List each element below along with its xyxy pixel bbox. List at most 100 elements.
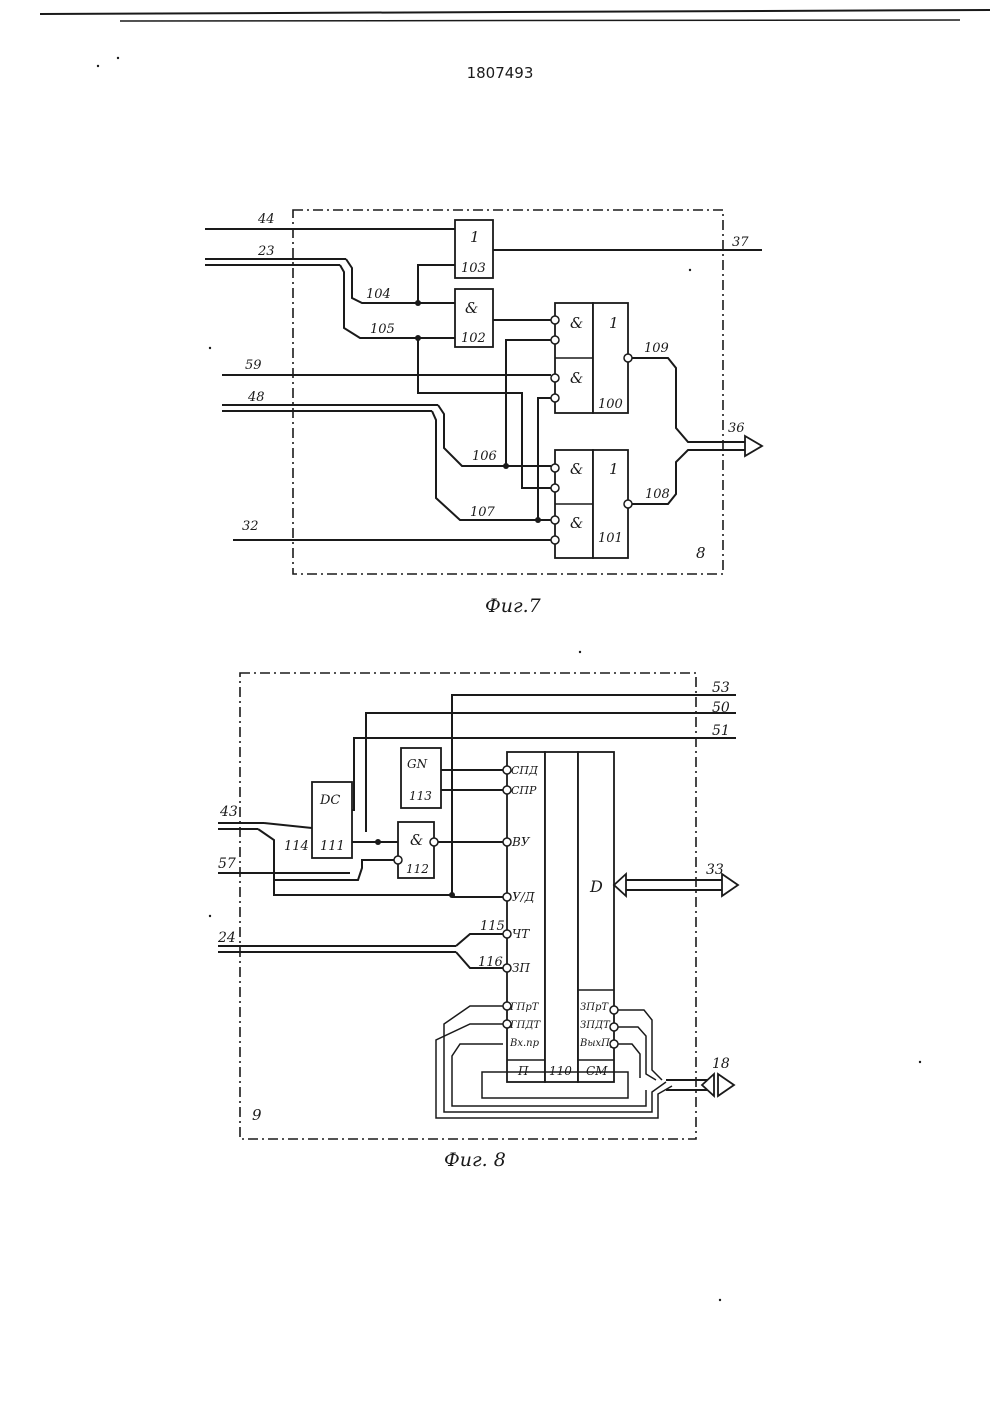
fig7-gate-100-num: 100 bbox=[598, 397, 623, 412]
fig8-caption: Фиг. 8 bbox=[444, 1149, 506, 1171]
fig8-and-112-out bbox=[430, 838, 438, 846]
fig7-gate-101-and-bottom: & bbox=[570, 514, 583, 532]
fig8-pin-spd: СПД bbox=[511, 764, 539, 777]
fig7-bus-36-arrow bbox=[745, 436, 762, 456]
fig7-gate-100-and-bottom: & bbox=[570, 369, 583, 387]
fig8-label-24: 24 bbox=[217, 930, 236, 946]
fig7-label-108: 108 bbox=[645, 487, 670, 502]
figure-7: 1 103 & 102 & & 1 100 & & 1 101 bbox=[205, 210, 762, 617]
fig8-label-43: 43 bbox=[219, 804, 238, 820]
fig7-label-23: 23 bbox=[257, 244, 275, 259]
fig7-gate-103-num: 103 bbox=[461, 261, 486, 276]
fig8-label-116: 116 bbox=[478, 955, 503, 970]
fig7-wire-107-to-100 bbox=[538, 398, 551, 520]
fig7-gate-103-op: 1 bbox=[470, 228, 480, 246]
fig8-pin-spr: СПР bbox=[511, 784, 537, 797]
fig7-junction-104 bbox=[415, 300, 421, 306]
fig7-gate-100-or-op: 1 bbox=[609, 314, 619, 332]
fig8-bus-33-arrow-left bbox=[614, 874, 626, 896]
fig7-gate-100-and-top: & bbox=[570, 314, 583, 332]
fig7-gate-100-in-3 bbox=[551, 374, 559, 382]
fig8-label-53: 53 bbox=[712, 680, 730, 696]
fig8-dc-111-num: 111 bbox=[320, 839, 345, 854]
fig7-label-32: 32 bbox=[242, 519, 259, 534]
fig7-gate-101-in-2 bbox=[551, 484, 559, 492]
fig8-label-114: 114 bbox=[284, 839, 309, 854]
fig8-pin-p: П bbox=[517, 1064, 529, 1078]
fig8-chip-110-right bbox=[578, 752, 614, 1082]
fig8-and-112-in-2 bbox=[394, 856, 402, 864]
fig7-label-106: 106 bbox=[472, 449, 497, 464]
speck bbox=[209, 347, 211, 349]
fig7-label-37: 37 bbox=[732, 235, 749, 250]
fig7-gate-100-in-1 bbox=[551, 316, 559, 324]
speck bbox=[719, 1299, 721, 1301]
fig7-label-105: 105 bbox=[370, 322, 395, 337]
fig8-bubble-spd bbox=[503, 766, 511, 774]
fig8-chip-110-left bbox=[507, 752, 545, 1082]
fig8-gn-113-op: GN bbox=[407, 757, 428, 771]
fig7-gate-100-in-2 bbox=[551, 336, 559, 344]
fig8-wire-43-to-dc bbox=[264, 823, 312, 828]
speck bbox=[689, 269, 691, 271]
fig8-bubble-zpdt bbox=[610, 1023, 618, 1031]
fig8-chip-data-label: D bbox=[589, 877, 603, 896]
speck bbox=[97, 65, 99, 67]
fig8-bubble-spr bbox=[503, 786, 511, 794]
fig8-chip-110-mid bbox=[545, 752, 578, 1082]
fig7-gate-100-out bbox=[624, 354, 632, 362]
fig8-and-112-num: 112 bbox=[406, 862, 429, 876]
fig8-label-57: 57 bbox=[218, 856, 236, 872]
fig8-pin-zp: ЗП bbox=[512, 961, 530, 975]
fig7-gate-102-num: 102 bbox=[461, 331, 486, 346]
patent-number: 1807493 bbox=[467, 64, 534, 82]
fig8-label-18: 18 bbox=[712, 1056, 730, 1072]
fig7-gate-101-in-3 bbox=[551, 516, 559, 524]
fig7-caption: Фиг.7 bbox=[485, 595, 542, 617]
fig8-pin-cht: ЧТ bbox=[512, 927, 530, 941]
fig8-pin-gprt: ГПрТ bbox=[509, 1002, 540, 1013]
fig8-label-51: 51 bbox=[712, 723, 730, 739]
fig8-wire-57-to-112 bbox=[275, 860, 394, 880]
fig7-label-109: 109 bbox=[644, 341, 669, 356]
fig8-block-label: 9 bbox=[252, 1106, 262, 1124]
fig8-bubble-zp bbox=[503, 964, 511, 972]
fig8-bubble-vu bbox=[503, 838, 511, 846]
fig8-chip-110-num: 110 bbox=[549, 1064, 572, 1078]
fig8-wire-115 bbox=[456, 934, 503, 946]
fig8-bubble-zprt bbox=[610, 1006, 618, 1014]
fig7-gate-100-in-4 bbox=[551, 394, 559, 402]
fig7-wire-104-to-103 bbox=[418, 265, 455, 303]
fig8-bubble-vyxpr bbox=[610, 1040, 618, 1048]
fig8-gn-113-num: 113 bbox=[409, 789, 432, 803]
fig8-pin-sm: СМ bbox=[586, 1064, 608, 1078]
page-top-border bbox=[40, 10, 990, 14]
fig8-label-115: 115 bbox=[480, 919, 505, 934]
fig7-gate-101-and-top: & bbox=[570, 460, 583, 478]
fig8-dc-111-op: DC bbox=[319, 793, 340, 808]
fig8-bubble-gprt bbox=[503, 1002, 511, 1010]
fig8-label-50: 50 bbox=[712, 700, 730, 716]
fig8-pin-vxpr: Вх.пр bbox=[509, 1038, 540, 1049]
speck bbox=[579, 651, 581, 653]
fig7-label-44: 44 bbox=[257, 212, 275, 227]
fig8-pin-zprt: ЗПрТ bbox=[580, 1002, 609, 1013]
fig8-bubble-gpdt bbox=[503, 1020, 511, 1028]
fig7-gate-101-in-4 bbox=[551, 536, 559, 544]
fig7-gate-101-or-op: 1 bbox=[609, 460, 619, 478]
fig8-bus-33-arrow-right bbox=[722, 874, 738, 896]
fig7-gate-101-out bbox=[624, 500, 632, 508]
fig8-and-112-op: & bbox=[410, 831, 423, 849]
figure-8: DC 111 GN 113 & 112 bbox=[217, 673, 738, 1171]
speck bbox=[209, 915, 211, 917]
page-top-border-inner bbox=[120, 20, 960, 21]
fig7-block-label: 8 bbox=[696, 544, 706, 562]
fig8-bus-18-arrow-left bbox=[702, 1074, 714, 1096]
fig7-label-107: 107 bbox=[470, 505, 496, 520]
speck bbox=[117, 57, 119, 59]
fig8-junction-dc-out bbox=[375, 839, 381, 845]
speck bbox=[919, 1061, 921, 1063]
fig7-wire-106-to-100 bbox=[506, 340, 551, 466]
fig8-bus-18-arrow-right bbox=[718, 1074, 734, 1096]
